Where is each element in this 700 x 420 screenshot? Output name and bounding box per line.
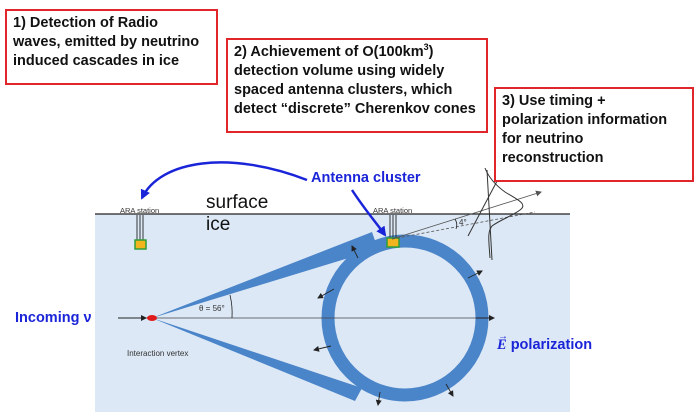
box3-line1: 3) Use timing + [502,93,606,109]
ara-station-right [386,215,400,248]
box2-line3: spaced antenna clusters, which [234,82,453,98]
box1-line3: induced cascades in ice [13,53,180,69]
detection-radio-box: 1) Detection of Radio waves, emitted by … [5,9,218,85]
box2-line1-sup: 3 [423,42,429,53]
antenna-cluster-arrow-left [140,161,308,200]
angle-4-label: 4° [459,218,467,227]
cone-arm-lower [152,318,362,401]
surface-ice-label: surface ice [206,192,268,236]
polarization-arrows [313,245,495,406]
cone-arm-upper [152,232,378,318]
theta-arc [229,294,233,319]
ara-station-left [134,215,147,250]
ice-word: ice [206,214,231,235]
angle-4-arc [454,218,458,230]
box1-line1: 1) Detection of Radio [13,15,159,31]
e-field-letter: E [497,337,507,353]
e-field-symbol: E→ [497,331,508,353]
box3-line4: reconstruction [502,150,604,166]
box3-line2: polarization information [502,112,668,128]
incoming-neutrino-label: Incoming ν [15,310,92,326]
interaction-vertex [147,315,157,321]
detection-volume-box: 2) Achievement of O(100km3) detection vo… [226,38,488,133]
box3-line3: for neutrino [502,131,584,147]
interaction-vertex-label: Interaction vertex [127,349,189,358]
box1-line2: waves, emitted by neutrino [13,34,200,50]
antenna-cluster-arrow-right [350,189,387,237]
box2-line1-post: ) [428,44,434,60]
e-vector-arrow: → [498,331,508,342]
ara-station-left-label: ARA station [120,206,160,215]
surface-word: surface [206,192,269,213]
box2-line1-pre: 2) Achievement of O(100km [234,44,424,60]
polarization-text: polarization [506,337,593,353]
box2-line4: detect “discrete” Cherenkov cones [234,101,476,117]
cone-edge-lower [391,211,536,240]
ara-station-right-label: ARA station [373,206,413,215]
box2-line2: detection volume using widely [234,63,445,79]
box2-line1: 2) Achievement of O(100km3) [234,43,480,62]
theta-label: θ = 56° [199,304,225,313]
antenna-cluster-label: Antenna cluster [311,170,421,186]
cone-edge-upper [391,190,542,240]
timing-polarization-box: 3) Use timing + polarization information… [494,87,694,182]
e-polarization-label: E→ polarization [497,331,593,354]
